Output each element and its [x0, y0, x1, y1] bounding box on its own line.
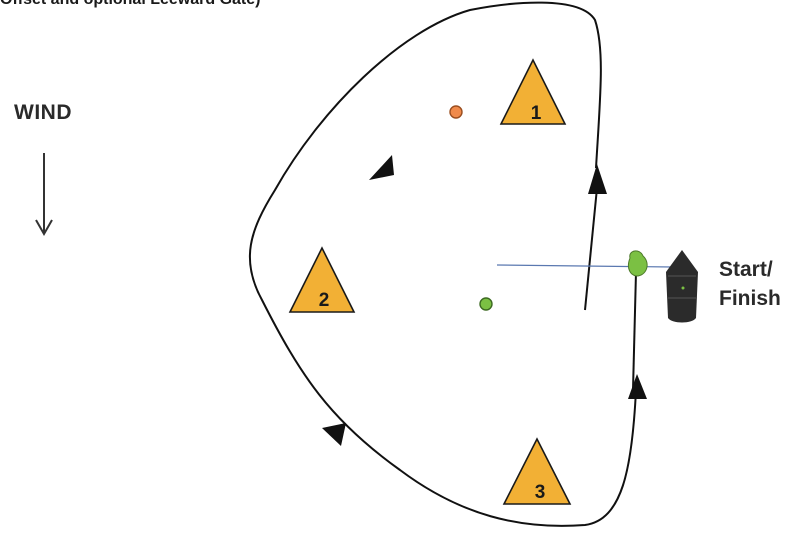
- mark-2-label: 2: [319, 290, 330, 311]
- start-label: Start/: [719, 258, 773, 281]
- pin-buoy: [627, 250, 648, 277]
- committee-boat: [666, 250, 698, 323]
- course-path: [248, 1, 637, 527]
- mark-1-label: 1: [531, 103, 542, 124]
- wind-arrow-icon: [35, 153, 53, 237]
- course-leg-upwind: [584, 187, 598, 311]
- course-leg-finish: [632, 271, 637, 391]
- course-title: Offset and optional Leeward Gate): [0, 0, 260, 9]
- finish-label: Finish: [719, 287, 781, 310]
- offset-buoy: [449, 105, 463, 119]
- direction-arrow-icon: [369, 155, 394, 180]
- gate-buoy: [479, 297, 493, 311]
- direction-arrow-icon: [588, 164, 607, 194]
- wind-label: WIND: [14, 101, 72, 124]
- mark-3: 3: [502, 437, 572, 505]
- start-finish-label: Start/ Finish: [719, 255, 781, 313]
- mark-1: 1: [499, 58, 567, 125]
- direction-arrow-icon: [628, 374, 647, 399]
- direction-arrow-icon: [322, 423, 346, 446]
- mark-3-label: 3: [535, 482, 546, 503]
- mark-2: 2: [288, 246, 356, 313]
